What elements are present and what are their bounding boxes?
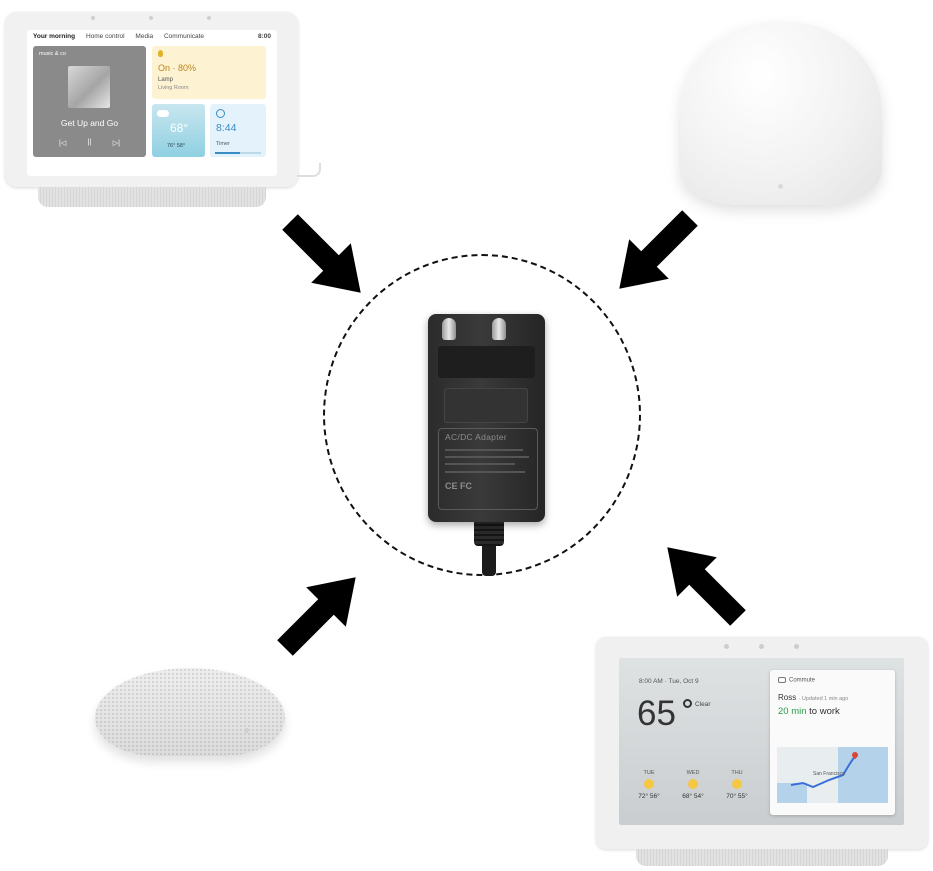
commute-name: Ross bbox=[778, 693, 797, 702]
weather-condition: Clear bbox=[695, 701, 711, 708]
weather-range: 76° 58° bbox=[167, 143, 186, 149]
weather-card: 68° 76° 58° bbox=[152, 104, 205, 157]
tab-home-control: Home control bbox=[85, 33, 125, 40]
hub-bezel: 8:00 AM · Tue, Oct 9 65 Clear TUE 72° 56… bbox=[596, 637, 928, 849]
forecast-day-name: WED bbox=[686, 770, 700, 776]
nest-wifi-router bbox=[680, 22, 882, 205]
date-time: 8:00 AM · Tue, Oct 9 bbox=[639, 678, 699, 685]
camera-dot bbox=[149, 16, 153, 20]
status-light bbox=[244, 728, 249, 733]
hub-tab-bar: Your morning Home control Media Communic… bbox=[33, 33, 271, 45]
dashed-circle bbox=[323, 254, 641, 576]
label-line bbox=[445, 449, 523, 451]
certification-marks: CE FC bbox=[445, 481, 472, 491]
lamp-card: On · 80% Lamp Living Room bbox=[152, 46, 266, 99]
forecast-day: TUE 72° 56° bbox=[629, 770, 669, 800]
embossed-panel bbox=[444, 388, 528, 423]
sensor-dot bbox=[207, 16, 211, 20]
commute-map: San Francisco bbox=[777, 747, 888, 803]
commute-eta: 20 min to work bbox=[778, 706, 840, 717]
commute-user: Ross · Updated 1 min ago bbox=[778, 693, 848, 702]
timer-time: 8:44 bbox=[216, 122, 237, 134]
timer-card: 8:44 Timer bbox=[210, 104, 266, 157]
cloud-icon bbox=[157, 110, 169, 117]
tab-media: Media bbox=[135, 33, 154, 40]
camera-dot bbox=[759, 644, 764, 649]
nest-hub-top-left: Your morning Home control Media Communic… bbox=[5, 12, 325, 212]
nest-hub-bottom-right: 8:00 AM · Tue, Oct 9 65 Clear TUE 72° 56… bbox=[596, 637, 930, 871]
commute-card: Commute Ross · Updated 1 min ago 20 min … bbox=[770, 670, 895, 815]
timer-icon bbox=[216, 109, 225, 118]
playback-controls: |◁ || ▷| bbox=[59, 139, 120, 147]
current-temp: 65 bbox=[637, 694, 676, 733]
forecast-temps: 70° 55° bbox=[726, 793, 748, 800]
arrow-bottom-left bbox=[277, 577, 356, 656]
previous-track-icon: |◁ bbox=[59, 140, 67, 147]
hub-bezel: Your morning Home control Media Communic… bbox=[5, 12, 298, 187]
pause-icon: || bbox=[87, 139, 92, 146]
map-water bbox=[777, 783, 807, 803]
sun-icon bbox=[688, 779, 698, 789]
ac-dc-adapter: AC/DC Adapter CE FC bbox=[428, 314, 545, 522]
fabric-base bbox=[636, 849, 888, 866]
tab-communicate: Communicate bbox=[163, 33, 205, 40]
timer-progress bbox=[215, 152, 261, 154]
adapter-label: AC/DC Adapter CE FC bbox=[438, 428, 538, 510]
sun-icon bbox=[644, 779, 654, 789]
forecast-temps: 68° 54° bbox=[682, 793, 704, 800]
arrow-bottom-right bbox=[667, 547, 746, 626]
album-art bbox=[68, 66, 110, 108]
next-track-icon: ▷| bbox=[112, 140, 120, 147]
map-city-label: San Francisco bbox=[813, 771, 845, 777]
tab-your-morning: Your morning bbox=[33, 33, 76, 40]
adapter-label-title: AC/DC Adapter bbox=[445, 432, 508, 442]
arrow-top-right bbox=[619, 210, 698, 289]
forecast-day-name: THU bbox=[731, 770, 743, 776]
sensor-dot bbox=[724, 644, 729, 649]
hub-screen: Your morning Home control Media Communic… bbox=[27, 30, 277, 176]
plug-prong-left bbox=[442, 318, 456, 340]
forecast-day-name: TUE bbox=[643, 770, 655, 776]
power-cable bbox=[297, 163, 321, 177]
label-line bbox=[445, 463, 515, 465]
sensor-dot bbox=[794, 644, 799, 649]
lamp-room: Living Room bbox=[158, 85, 189, 91]
music-source: music & co bbox=[39, 51, 66, 57]
commute-title: Commute bbox=[789, 677, 816, 684]
map-water bbox=[838, 747, 888, 803]
sun-icon bbox=[732, 779, 742, 789]
nest-mini-speaker bbox=[95, 668, 285, 756]
commute-eta-value: 20 min bbox=[778, 706, 807, 717]
song-title: Get Up and Go bbox=[60, 118, 119, 128]
timer-progress-fill bbox=[215, 152, 241, 154]
arrow-top-left bbox=[282, 214, 361, 293]
car-icon bbox=[778, 677, 786, 683]
label-line bbox=[445, 471, 525, 473]
lamp-state: On · 80% bbox=[158, 63, 197, 73]
sensor-dot bbox=[91, 16, 95, 20]
forecast-temps: 72° 56° bbox=[638, 793, 660, 800]
timer-label: Timer bbox=[216, 141, 230, 147]
lamp-name: Lamp bbox=[158, 77, 174, 83]
commute-updated: · Updated 1 min ago bbox=[798, 696, 849, 702]
plug-prong-right bbox=[492, 318, 506, 340]
commute-eta-suffix: to work bbox=[809, 706, 840, 717]
music-card: music & co Get Up and Go |◁ || ▷| bbox=[33, 46, 146, 157]
lightbulb-icon bbox=[158, 50, 163, 57]
commute-header: Commute bbox=[778, 677, 815, 684]
degree-icon bbox=[683, 699, 692, 708]
fabric-base bbox=[38, 187, 266, 207]
label-line bbox=[445, 456, 529, 458]
clock-time: 8:00 bbox=[257, 33, 271, 40]
forecast-day: THU 70° 55° bbox=[717, 770, 757, 800]
forecast-day: WED 68° 54° bbox=[673, 770, 713, 800]
hub-screen: 8:00 AM · Tue, Oct 9 65 Clear TUE 72° 56… bbox=[619, 658, 904, 825]
weather-temp: 68° bbox=[170, 121, 189, 135]
status-light bbox=[778, 184, 783, 189]
plug-recess bbox=[438, 346, 535, 378]
route-line bbox=[790, 755, 856, 789]
